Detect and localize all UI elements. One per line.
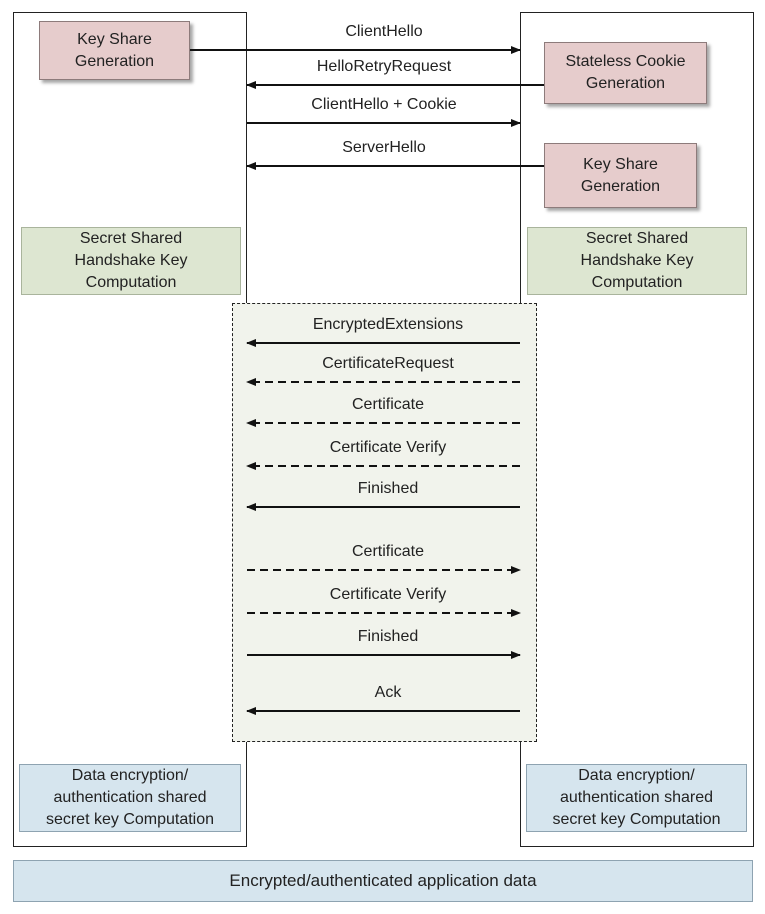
message-label: HelloRetryRequest: [316, 58, 452, 75]
message-label: CertificateRequest: [322, 355, 454, 372]
message-label: Certificate: [351, 396, 425, 413]
message-label: Finished: [357, 628, 419, 645]
application-data-bar: Encrypted/authenticated application data: [13, 860, 753, 902]
message-label: Certificate Verify: [329, 439, 447, 456]
client-handshake-key-computation: Secret Shared Handshake Key Computation: [21, 227, 241, 295]
message-label: ClientHello + Cookie: [311, 96, 457, 113]
message-label: Certificate Verify: [329, 586, 447, 603]
message-label: Finished: [357, 480, 419, 497]
encrypted-handshake-region: [232, 303, 537, 742]
message-label: Ack: [374, 684, 402, 701]
client-key-share-generation: Key Share Generation: [39, 21, 190, 80]
client-data-key-computation: Data encryption/ authentication shared s…: [19, 764, 241, 832]
server-key-share-generation: Key Share Generation: [544, 143, 697, 208]
message-label: EncryptedExtensions: [312, 316, 464, 333]
server-handshake-key-computation: Secret Shared Handshake Key Computation: [527, 227, 747, 295]
server-data-key-computation: Data encryption/ authentication shared s…: [526, 764, 747, 832]
message-label: Certificate: [351, 543, 425, 560]
message-label: ClientHello: [345, 23, 423, 40]
message-label: ServerHello: [342, 139, 426, 156]
server-stateless-cookie-generation: Stateless Cookie Generation: [544, 42, 707, 104]
